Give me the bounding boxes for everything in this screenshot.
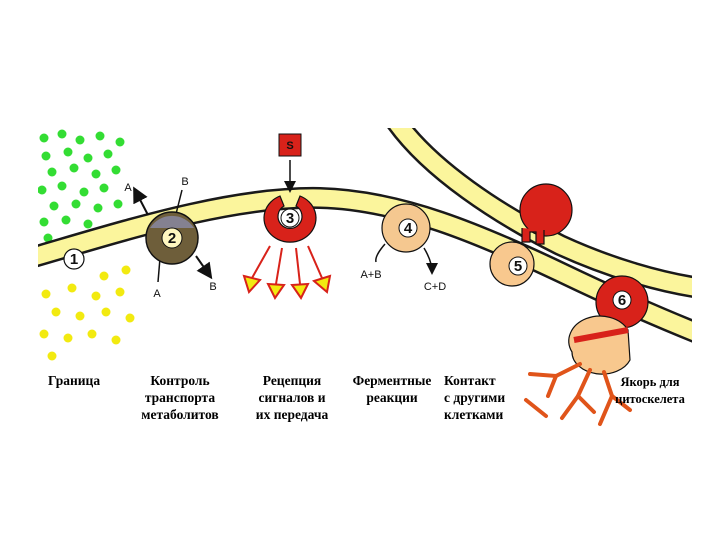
transport-protein: 2 A B A B (124, 176, 216, 300)
caption-boundary: Граница (48, 373, 101, 388)
boundary-marker: 1 (63, 248, 85, 270)
signal-receptor: S 3 (242, 133, 332, 300)
marker-5: 5 (514, 258, 522, 275)
neighbor-cell-membrane (387, 128, 692, 298)
label-a-outside: A (124, 182, 132, 194)
marker-4: 4 (404, 220, 413, 237)
label-b-outside: B (181, 176, 188, 188)
cell-contact-proteins: 5 (489, 183, 573, 287)
marker-3: 3 (286, 210, 294, 227)
signal-molecule-label: S (286, 140, 293, 152)
caption-signal-reception: Рецепция сигналов и их передача (255, 373, 329, 422)
cytoskeleton-filaments (524, 362, 632, 426)
product-label: C+D (424, 281, 446, 293)
enzyme: 4 A+B C+D (360, 203, 446, 293)
marker-6: 6 (618, 292, 626, 309)
substrate-label: A+B (360, 269, 381, 281)
label-b-inside: B (209, 281, 216, 293)
caption-cytoskeleton-anchor: Якорь для цитоскелета (615, 375, 685, 406)
signal-transduction-arrows (242, 245, 332, 300)
extracellular-green-particles (38, 129, 125, 243)
marker-1: 1 (70, 251, 78, 268)
caption-transport-control: Контроль транспорта метаболитов (141, 373, 219, 422)
caption-cell-contact: Контакт с другими клетками (444, 373, 506, 422)
caption-enzymatic-reactions: Ферментные реакции (352, 373, 432, 405)
label-a-inside: A (153, 288, 161, 300)
marker-2: 2 (168, 230, 176, 247)
intracellular-yellow-particles (39, 265, 135, 361)
cytoskeleton-anchor: 6 (524, 275, 649, 426)
